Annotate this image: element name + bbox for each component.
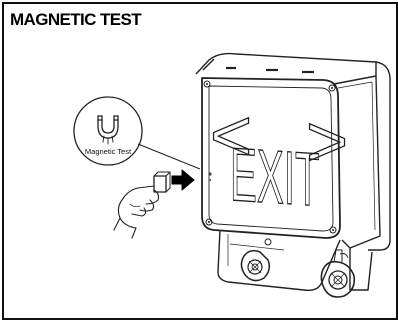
- lower-housing-groove: [230, 244, 284, 250]
- hand-finger: [132, 208, 146, 216]
- screw-icon: [265, 239, 271, 245]
- hand-crease: [130, 204, 140, 207]
- exit-sign-illustration: < EXIT >: [4, 4, 396, 318]
- magnet-block-icon: [154, 176, 166, 192]
- hand-wrist: [114, 218, 120, 230]
- screw-center: [331, 87, 333, 89]
- hand-with-magnet: [114, 172, 170, 238]
- sensor-dot: [208, 172, 211, 175]
- screw-center: [206, 83, 208, 85]
- left-lamp-head: [241, 251, 269, 281]
- right-chevron: >: [306, 102, 348, 182]
- lower-housing: [218, 230, 372, 290]
- right-arrow-icon: [172, 170, 194, 190]
- right-lamp-mount: [334, 250, 342, 262]
- sensor-dot: [209, 179, 211, 181]
- exit-sign-legend: < EXIT >: [210, 96, 348, 222]
- callout-leader-line: [138, 144, 200, 169]
- hand-wrist: [132, 228, 136, 238]
- screw-center: [332, 229, 334, 231]
- callout-label: Magnetic Test: [85, 147, 132, 156]
- magnetic-test-callout: Magnetic Test: [74, 97, 200, 169]
- hand-thumb: [122, 186, 154, 200]
- hand-finger: [140, 200, 154, 211]
- left-lamp-shell: [241, 251, 269, 281]
- right-lamp-knob: [340, 254, 348, 259]
- direction-arrow: [172, 170, 194, 190]
- screw-center: [208, 221, 210, 223]
